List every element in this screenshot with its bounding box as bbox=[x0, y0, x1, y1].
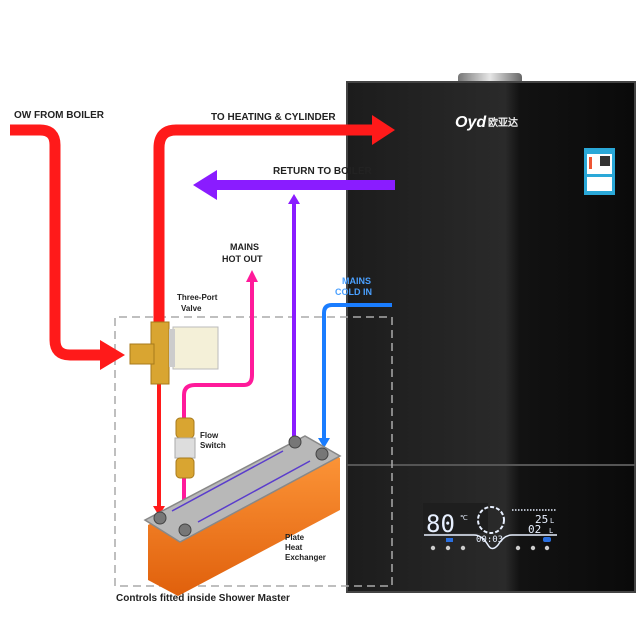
label-flow-from-boiler: OW FROM BOILER bbox=[14, 110, 105, 121]
hot-out-arrow-head bbox=[246, 270, 258, 282]
display-curve bbox=[424, 534, 557, 550]
label-three-port-line1: Three-Port bbox=[177, 293, 218, 302]
to-heating-arrow-head bbox=[372, 115, 395, 145]
flow-switch bbox=[174, 417, 196, 479]
flame-button[interactable] bbox=[544, 545, 550, 551]
cold-in-arrow-head bbox=[318, 438, 330, 448]
label-mains-hot-out-line1: MAINS bbox=[230, 242, 259, 252]
flow-unit: L bbox=[550, 517, 554, 525]
internal-flow-line bbox=[171, 450, 284, 512]
three-port-valve bbox=[129, 321, 219, 385]
flow-arrow-head bbox=[100, 340, 125, 370]
power-button[interactable] bbox=[430, 545, 436, 551]
mode-button[interactable] bbox=[515, 545, 521, 551]
boiler-unit: Oyd 欧亚达 80 ℃ 00:03 25 L 02 L bbox=[346, 73, 636, 593]
qr-code-icon bbox=[600, 156, 610, 166]
label-flow-switch-line1: Flow bbox=[200, 431, 219, 440]
wifi-button[interactable] bbox=[460, 545, 466, 551]
brand-logo-cn: 欧亚达 bbox=[488, 116, 518, 129]
caption: Controls fitted inside Shower Master bbox=[116, 593, 290, 604]
return-up-arrow bbox=[288, 194, 300, 204]
control-display: 80 ℃ 00:03 25 L 02 L bbox=[423, 503, 557, 550]
label-mains-cold-in-line1: MAINS bbox=[342, 276, 371, 286]
temp-unit: ℃ bbox=[460, 514, 468, 522]
label-three-port-line2: Valve bbox=[181, 304, 202, 313]
internal-flow-line bbox=[197, 460, 311, 523]
flow-down-arrow bbox=[153, 506, 165, 516]
user-button[interactable] bbox=[445, 545, 451, 551]
flow-rate-readout: 25 bbox=[535, 513, 548, 526]
dial-icon bbox=[477, 506, 505, 534]
status-indicator bbox=[446, 538, 453, 542]
label-mains-hot-out-line2: HOT OUT bbox=[222, 254, 263, 264]
label-plate-line2: Heat bbox=[285, 543, 303, 552]
flow-from-boiler-pipe bbox=[10, 124, 100, 361]
status-indicator-right bbox=[543, 537, 551, 542]
volume-readout: 02 bbox=[528, 523, 541, 536]
label-plate-line3: Exchanger bbox=[285, 553, 326, 562]
mains-hot-out-pipe bbox=[182, 280, 254, 512]
to-heating-pipe bbox=[153, 124, 375, 330]
label-return-to-boiler: RETURN TO BOILER bbox=[273, 166, 372, 177]
timer-readout: 00:03 bbox=[476, 535, 503, 545]
eco-button[interactable] bbox=[530, 545, 536, 551]
label-flow-switch-line2: Switch bbox=[200, 441, 226, 450]
label-to-heating: TO HEATING & CYLINDER bbox=[211, 112, 336, 123]
shower-master-enclosure bbox=[114, 316, 393, 587]
plate-heat-exchanger bbox=[143, 435, 342, 596]
return-arrow-head bbox=[193, 170, 217, 200]
volume-unit: L bbox=[549, 527, 553, 535]
mains-cold-in-pipe bbox=[322, 303, 392, 440]
touch-buttons[interactable] bbox=[430, 545, 550, 551]
energy-label bbox=[584, 148, 615, 195]
label-plate-line1: Plate bbox=[285, 533, 305, 542]
brand-logo: Oyd bbox=[455, 114, 487, 131]
label-mains-cold-in-line2: COLD IN bbox=[335, 287, 372, 297]
temperature-readout: 80 bbox=[426, 510, 455, 538]
